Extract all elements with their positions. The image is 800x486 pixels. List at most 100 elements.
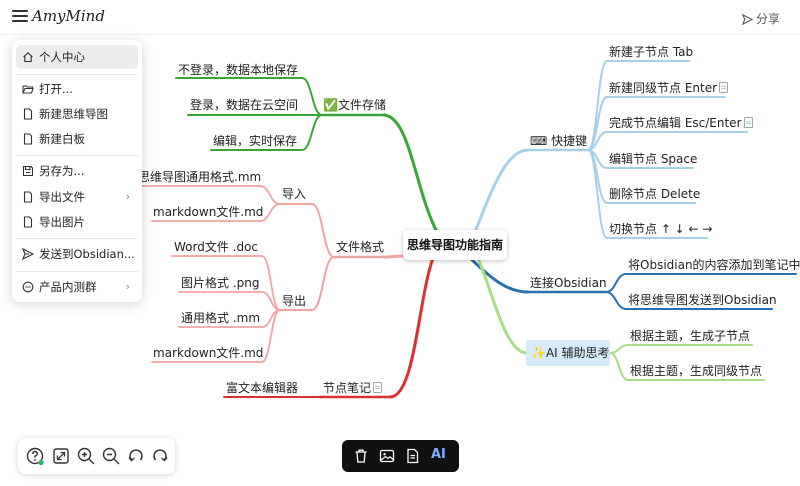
- node-obsidian-add[interactable]: 将Obsidian的内容添加到笔记中: [628, 258, 800, 272]
- node-rich-text-editor[interactable]: 富文本编辑器: [226, 381, 299, 395]
- branch-node-notes: [388, 256, 435, 399]
- menu-item-label: 导出图片: [39, 215, 85, 229]
- node-ai-siblings[interactable]: 根据主题，生成同级节点: [630, 364, 763, 378]
- branch-file-storage: [382, 113, 439, 234]
- node-node-notes[interactable]: 节点笔记: [323, 380, 383, 396]
- ai-node-highlight: [526, 340, 610, 366]
- node-export-md[interactable]: markdown文件.md: [153, 346, 264, 360]
- folder-open-icon: [22, 85, 34, 94]
- chevron-right-icon: ›: [125, 190, 130, 203]
- menu-item-label: 打开...: [39, 82, 73, 96]
- node-notes-label: 节点笔记: [323, 381, 372, 395]
- menu-item-open[interactable]: 打开...: [16, 77, 138, 101]
- undo-icon[interactable]: [126, 446, 146, 466]
- file-icon: [23, 133, 33, 145]
- redo-icon[interactable]: [150, 446, 170, 466]
- chat-icon: [22, 281, 34, 293]
- node-export-doc[interactable]: Word文件 .doc: [174, 240, 259, 254]
- branch-ai-siblings: [609, 352, 629, 381]
- file-icon: [23, 216, 33, 228]
- node-shortcut-tab[interactable]: 新建子节点 Tab: [609, 45, 694, 59]
- note-icon[interactable]: [404, 447, 422, 465]
- node-ai-children[interactable]: 根据主题，生成子节点: [630, 329, 751, 343]
- help-icon[interactable]: [25, 446, 45, 466]
- node-export-png[interactable]: 图片格式 .png: [181, 276, 260, 290]
- menu-item-export-image[interactable]: 导出图片: [16, 210, 138, 234]
- share-button[interactable]: 分享: [741, 10, 780, 27]
- branch-obsidian: [468, 256, 530, 294]
- file-icon: [23, 191, 33, 203]
- chevron-right-icon: ›: [125, 280, 130, 293]
- menu-item-label: 导出文件: [39, 190, 85, 204]
- branch-import-md: [259, 203, 281, 222]
- node-shortcut-enter[interactable]: 新建同级节点 Enter: [609, 80, 729, 96]
- app-logo: AmyMind: [32, 7, 105, 25]
- node-storage-cloud[interactable]: 登录，数据在云空间: [190, 98, 299, 112]
- menu-divider: [16, 74, 138, 75]
- menu-item-label: 另存为...: [39, 164, 85, 178]
- trash-icon[interactable]: [352, 447, 370, 465]
- root-node[interactable]: 思维导图功能指南: [403, 230, 507, 260]
- menu-item-new-mindmap[interactable]: 新建思维导图: [16, 102, 138, 126]
- note-icon: [373, 382, 383, 393]
- menu-divider: [16, 238, 138, 239]
- image-icon[interactable]: [378, 447, 396, 465]
- menu-item-personal-center[interactable]: 个人中心: [16, 45, 138, 69]
- branch-ai: [476, 256, 528, 355]
- node-shortcuts[interactable]: ⌨ 快捷键: [530, 134, 588, 148]
- branch-export: [311, 256, 335, 311]
- menu-divider: [16, 155, 138, 156]
- node-file-storage[interactable]: ✅文件存储: [323, 98, 386, 112]
- node-export-mm[interactable]: 通用格式 .mm: [181, 311, 261, 325]
- home-icon: [23, 52, 33, 63]
- node-export[interactable]: 导出: [282, 294, 307, 308]
- send-icon: [22, 248, 34, 260]
- menu-item-label: 发送到Obsidian...: [39, 247, 135, 261]
- branch-obsidian-add: [605, 273, 627, 293]
- fit-screen-icon[interactable]: [51, 446, 71, 466]
- menu-divider: [16, 271, 138, 272]
- file-icon: [23, 108, 33, 120]
- node-storage-realtime[interactable]: 编辑，实时保存: [213, 134, 298, 148]
- menu-item-beta-group[interactable]: 产品内测群 ›: [16, 275, 138, 299]
- hamburger-menu-icon[interactable]: [12, 7, 28, 25]
- menu-item-export-file[interactable]: 导出文件 ›: [16, 185, 138, 209]
- view-controls: [18, 438, 175, 474]
- ai-button[interactable]: AI: [431, 447, 446, 462]
- node-shortcut-esc[interactable]: 完成节点编辑 Esc/Enter: [609, 115, 753, 131]
- send-icon: [741, 13, 754, 26]
- branch-ai-children: [609, 344, 629, 354]
- menu-item-send-obsidian[interactable]: 发送到Obsidian...: [16, 242, 138, 266]
- node-obsidian[interactable]: 连接Obsidian: [530, 276, 607, 290]
- node-import[interactable]: 导入: [282, 187, 307, 201]
- node-toolbar: [342, 440, 459, 472]
- node-shortcut-space[interactable]: 编辑节点 Space: [609, 152, 698, 166]
- branch-obsidian-send: [605, 291, 627, 310]
- node-shortcut-arrows[interactable]: 切换节点 ↑ ↓ ← →: [609, 222, 713, 236]
- branch-import: [311, 203, 335, 258]
- node-file-format[interactable]: 文件格式: [336, 240, 385, 254]
- menu-item-new-whiteboard[interactable]: 新建白板: [16, 127, 138, 151]
- note-icon: [743, 117, 753, 128]
- menu-item-label: 新建思维导图: [39, 107, 108, 121]
- share-label: 分享: [755, 12, 780, 26]
- node-import-mm[interactable]: 思维导图通用格式.mm: [138, 170, 262, 184]
- zoom-in-icon[interactable]: [76, 446, 96, 466]
- node-shortcut-delete[interactable]: 删除节点 Delete: [609, 187, 701, 201]
- node-ai-assist[interactable]: ✨AI 辅助思考: [531, 346, 610, 360]
- menu-item-save-as[interactable]: 另存为...: [16, 159, 138, 183]
- note-icon: [719, 82, 729, 93]
- branch-import-mm: [259, 185, 281, 205]
- menu-item-label: 个人中心: [39, 50, 85, 64]
- node-import-md[interactable]: markdown文件.md: [153, 205, 264, 219]
- top-bar: AmyMind 分享: [0, 0, 800, 35]
- branch-shortcut-5: [587, 149, 608, 239]
- zoom-out-icon[interactable]: [101, 446, 121, 466]
- main-menu: 个人中心 打开... 新建思维导图 新建白板 另存为... 导出文件 › 导出图…: [12, 40, 142, 302]
- shortcut-esc-label: 完成节点编辑 Esc/Enter: [609, 116, 742, 130]
- node-storage-local[interactable]: 不登录，数据本地保存: [178, 63, 299, 77]
- branch-shortcuts: [473, 148, 530, 234]
- branch-export-md: [261, 309, 281, 363]
- node-obsidian-send[interactable]: 将思维导图发送到Obsidian: [628, 293, 777, 307]
